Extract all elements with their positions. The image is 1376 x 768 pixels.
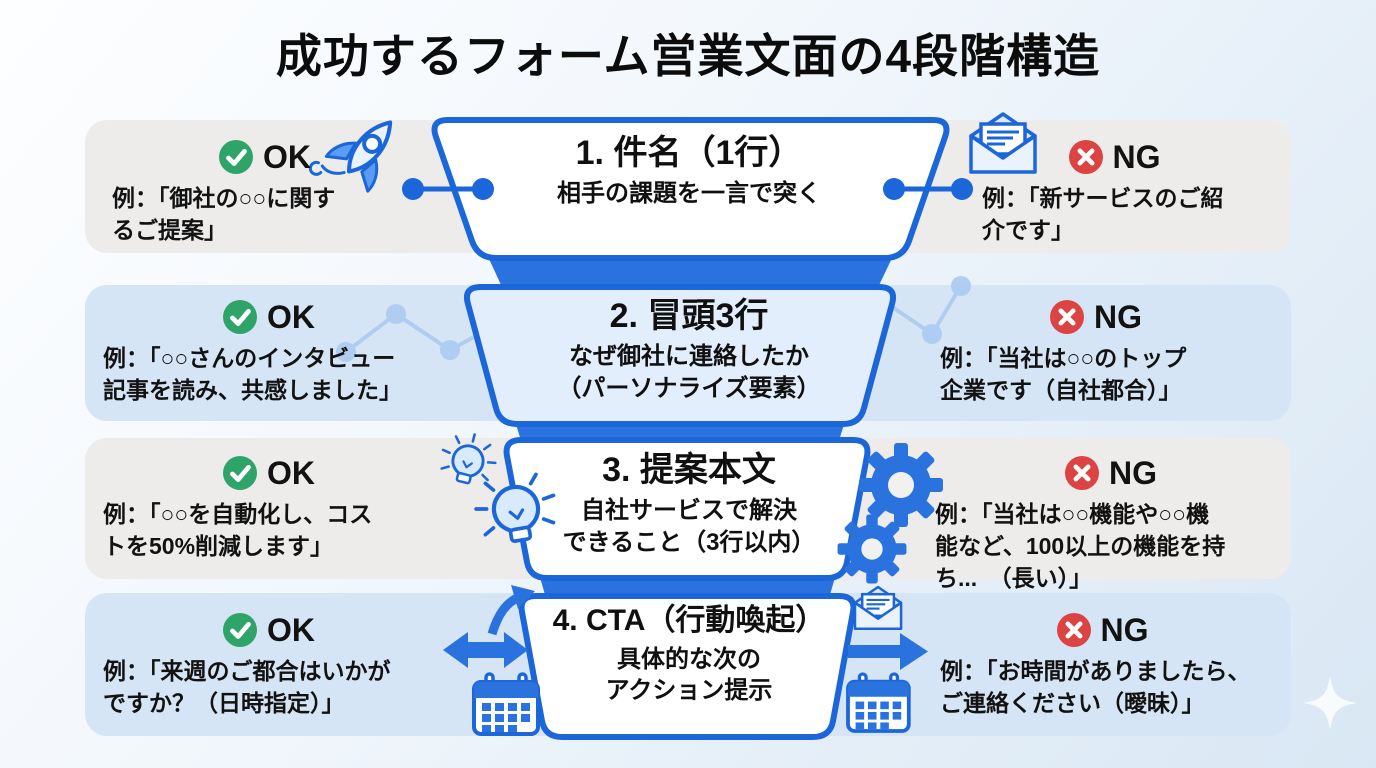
stage-3-subtitle: 自社サービスで解決 できること（3行以内） — [562, 497, 816, 556]
ng-text: NG — [1109, 455, 1157, 491]
ok-example-text: 例：「来週のご都合はいかが ですか？（日時指定）」 — [103, 658, 391, 717]
ng-text: NG — [1100, 612, 1149, 648]
x-circle-icon — [1056, 613, 1091, 647]
ng-example-text: 例：「当社は○○のトップ 企業です（自社都合）」 — [940, 345, 1187, 404]
ok-example-stage2: OK 例：「○○さんのインタビュー 記事を読み、共感しました」 — [95, 300, 443, 406]
stage-1-heading: 1. 件名（1行） — [575, 134, 803, 172]
page-title: 成功するフォーム営業文面の4段階構造 — [275, 30, 1101, 82]
ok-text: OK — [267, 455, 315, 491]
ng-example-stage2: NG 例：「当社は○○のトップ 企業です（自社都合）」 — [930, 300, 1262, 406]
ok-text: OK — [267, 299, 315, 335]
ok-label: OK — [100, 140, 430, 174]
stage-3-heading: 3. 提案本文 — [602, 451, 776, 489]
check-circle-icon — [219, 140, 253, 174]
ok-example-stage1: OK 例：「御社の○○に関す るご提案」 — [100, 140, 430, 246]
ok-example-stage3: OK 例：「○○を自動化し、コス トを50%削減します」 — [95, 456, 443, 562]
ng-text: NG — [1112, 139, 1161, 175]
ok-label: OK — [95, 300, 443, 334]
check-circle-icon — [223, 300, 257, 334]
sparkle-icon — [1303, 676, 1357, 730]
ok-text: OK — [267, 612, 315, 648]
stage-1-block: 1. 件名（1行） 相手の課題を一言で突く — [489, 134, 889, 210]
ok-label: OK — [95, 613, 443, 647]
ng-label: NG — [925, 456, 1297, 490]
x-circle-icon — [1050, 300, 1084, 334]
stage-2-heading: 2. 冒頭3行 — [609, 297, 769, 335]
ng-label: NG — [962, 140, 1267, 174]
ok-text: OK — [263, 139, 311, 175]
ng-example-text: 例：「当社は○○機能や○○機 能など、100以上の機能を持 ち... （長い）」 — [935, 501, 1226, 592]
x-circle-icon — [1068, 140, 1103, 174]
ok-example-text: 例：「○○を自動化し、コス トを50%削減します」 — [103, 501, 373, 560]
check-circle-icon — [223, 456, 257, 490]
ng-text: NG — [1094, 299, 1142, 335]
stage-2-block: 2. 冒頭3行 なぜ御社に連絡したか （パーソナライズ要素） — [489, 297, 889, 404]
ng-example-stage3: NG 例：「当社は○○機能や○○機 能など、100以上の機能を持 ち... （長… — [925, 456, 1297, 595]
stage-3-block: 3. 提案本文 自社サービスで解決 できること（3行以内） — [514, 451, 864, 558]
stage-1-subtitle: 相手の課題を一言で突く — [557, 180, 821, 208]
ng-label: NG — [930, 613, 1275, 647]
stage-4-block: 4. CTA（行動喚起） 具体的な次の アクション提示 — [524, 604, 854, 707]
stage-4-heading: 4. CTA（行動喚起） — [552, 604, 826, 637]
stage-4-subtitle: 具体的な次の アクション提示 — [605, 645, 773, 705]
ng-label: NG — [930, 300, 1262, 334]
ok-example-text: 例：「○○さんのインタビュー 記事を読み、共感しました」 — [103, 345, 402, 404]
ng-example-stage1: NG 例：「新サービスのご紹 介です」 — [962, 140, 1267, 246]
ng-example-text: 例：「お時間がありましたら、 ご連絡ください（曖昧）」 — [940, 658, 1251, 717]
ng-example-text: 例：「新サービスのご紹 介です」 — [982, 185, 1224, 244]
stage-2-subtitle: なぜ御社に連絡したか （パーソナライズ要素） — [557, 343, 821, 402]
ng-example-stage4: NG 例：「お時間がありましたら、 ご連絡ください（曖昧）」 — [930, 613, 1275, 719]
check-circle-icon — [223, 613, 257, 647]
x-circle-icon — [1065, 456, 1099, 490]
ok-example-text: 例：「御社の○○に関す るご提案」 — [112, 185, 336, 244]
ok-example-stage4: OK 例：「来週のご都合はいかが ですか？（日時指定）」 — [95, 613, 443, 719]
ok-label: OK — [95, 456, 443, 490]
